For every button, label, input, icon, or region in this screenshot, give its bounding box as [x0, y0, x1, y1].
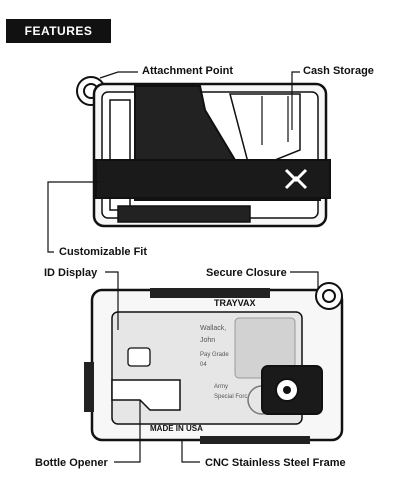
features-title: FEATURES — [24, 24, 93, 38]
label-secure-closure: Secure Closure — [206, 267, 287, 279]
label-id-display: ID Display — [44, 267, 98, 279]
logo-x-icon — [284, 168, 308, 190]
leader-fit — [47, 181, 100, 253]
id-line-2: John — [200, 337, 215, 344]
id-line-3: Pay Grade — [200, 352, 229, 358]
bottom-wallet — [84, 271, 344, 463]
made-in-usa: MADE IN USA — [150, 424, 203, 433]
label-bottle-opener: Bottle Opener — [35, 457, 108, 469]
id-line-5: Army — [214, 384, 228, 390]
brand-mark: TRAYVAX — [214, 298, 256, 308]
card-chip — [127, 347, 151, 367]
top-wallet — [47, 71, 331, 253]
leader-cash — [291, 71, 300, 130]
cash-sheet — [229, 93, 301, 172]
label-attachment-point: Attachment Point — [142, 65, 234, 77]
features-banner: FEATURES — [6, 19, 111, 43]
id-line-6: Special Forc — [214, 394, 247, 400]
leader-opener — [114, 400, 141, 463]
closure-button-center — [283, 386, 291, 394]
top-bar — [150, 288, 270, 298]
closure-ring-hole — [322, 289, 336, 303]
bottle-opener — [111, 379, 181, 411]
bottom-bar — [200, 436, 310, 444]
label-cash-storage: Cash Storage — [303, 65, 374, 77]
leader-closure — [290, 271, 319, 290]
strap-lower — [117, 205, 251, 223]
label-cnc-frame: CNC Stainless Steel Frame — [205, 457, 346, 469]
leader-frame — [181, 440, 200, 463]
leader-id — [105, 271, 119, 330]
leader-attachment — [99, 71, 138, 79]
id-line-1: Wallack, — [200, 325, 226, 332]
strap-band — [95, 159, 331, 199]
label-customizable-fit: Customizable Fit — [59, 246, 148, 258]
side-strap — [84, 362, 94, 412]
id-line-4: 04 — [200, 362, 207, 368]
